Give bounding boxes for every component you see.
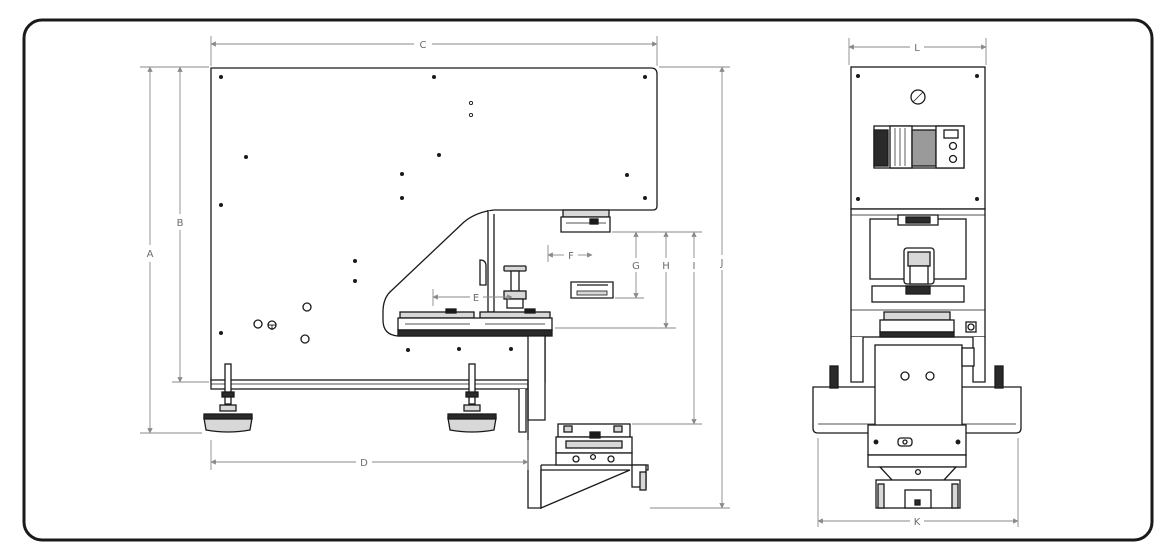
front-center-column	[874, 344, 963, 428]
dimension-labels: C A B D E F G H I J L K	[147, 40, 921, 528]
front-view	[812, 66, 1022, 509]
dim-label-a: A	[147, 249, 154, 260]
dim-label-f: F	[568, 251, 574, 262]
lower-pad	[570, 281, 614, 299]
dimension-lines	[140, 36, 1019, 527]
base-rail	[210, 379, 545, 390]
side-view	[203, 67, 658, 509]
mounting-holes	[219, 75, 647, 352]
dim-label-k: K	[914, 517, 921, 528]
dim-label-c: C	[420, 40, 427, 51]
ink-cup-plates	[397, 308, 553, 337]
dim-label-j: J	[720, 258, 724, 269]
upper-pad-holder	[560, 209, 611, 233]
dim-label-h: H	[662, 261, 670, 272]
support-column	[527, 335, 546, 421]
leveling-foot-left	[203, 363, 253, 433]
main-body-plate	[210, 67, 658, 383]
dim-label-b: B	[177, 218, 184, 229]
dim-label-g: G	[632, 261, 640, 272]
dim-label-d: D	[360, 458, 368, 469]
dim-label-l: L	[914, 43, 920, 54]
dim-label-e: E	[473, 293, 479, 304]
dim-label-i: I	[693, 261, 696, 272]
front-cliche-holder	[867, 424, 967, 509]
cliche-holder	[555, 423, 633, 466]
pad-post	[503, 265, 527, 309]
front-cylinder-block	[873, 125, 965, 169]
leveling-foot-right	[447, 363, 497, 433]
gusset	[540, 469, 631, 509]
